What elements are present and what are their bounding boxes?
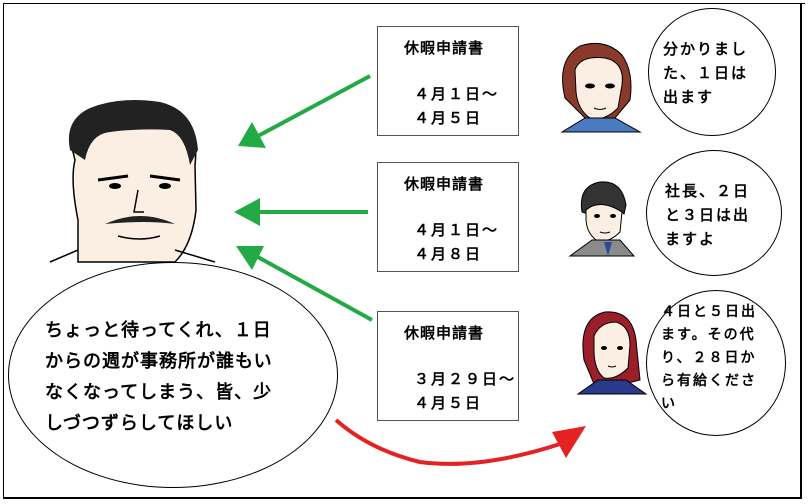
bubble-line: ら有給くださ bbox=[661, 373, 757, 389]
man-employee bbox=[568, 181, 636, 257]
speech-bubble-woman-2: ４日と５日出 ます。その代 り、２８日か ら有給くださ い bbox=[646, 290, 786, 436]
bubble-line: り、２８日か bbox=[661, 350, 757, 366]
bubble-line: ます。その代 bbox=[661, 327, 756, 343]
form-title: 休暇申請書 bbox=[404, 324, 485, 342]
panel-border-bottom bbox=[3, 497, 802, 499]
form-end-date: ４月８日 bbox=[414, 245, 483, 263]
boss-speech-line: からの週が事務所が誰もい bbox=[45, 351, 273, 372]
form-title: 休暇申請書 bbox=[404, 175, 485, 193]
boss-speech-bubble: ちょっと待ってくれ、１日 からの週が事務所が誰もい なくなってしまう、皆、少 し… bbox=[8, 262, 338, 488]
application-form-1: 休暇申請書 ４月１日～ ４月５日 bbox=[377, 26, 519, 136]
green-arrow-2 bbox=[234, 198, 368, 226]
green-arrow-3 bbox=[236, 246, 373, 322]
woman-employee-1 bbox=[560, 43, 642, 133]
application-form-2: 休暇申請書 ４月１日～ ４月８日 bbox=[377, 162, 519, 272]
panel-border-left bbox=[3, 3, 4, 499]
bubble-line: い bbox=[661, 396, 677, 412]
boss-speech-line: しづつずらしてほしい bbox=[45, 413, 234, 434]
form-start-date: ４月１日～ bbox=[414, 221, 500, 239]
boss-character bbox=[49, 100, 216, 263]
bubble-line: 出ます bbox=[663, 88, 715, 106]
application-form-3: 休暇申請書 ３月２９日～ ４月５日 bbox=[377, 311, 519, 421]
form-start-date: ４月１日～ bbox=[414, 85, 500, 103]
form-title: 休暇申請書 bbox=[404, 39, 485, 57]
woman-employee-2 bbox=[576, 311, 648, 395]
bubble-line: 分かりまし bbox=[663, 40, 749, 58]
bubble-line: 社長、２日 bbox=[665, 182, 751, 200]
form-end-date: ４月５日 bbox=[414, 109, 483, 127]
boss-speech-line: ちょっと待ってくれ、１日 bbox=[45, 320, 272, 341]
speech-bubble-man: 社長、２日 と３日は出 ますよ bbox=[646, 150, 782, 276]
red-arrow bbox=[334, 418, 586, 466]
bubble-line: ４日と５日出 bbox=[661, 304, 757, 320]
form-end-date: ４月５日 bbox=[414, 394, 483, 412]
green-arrow-1 bbox=[238, 74, 371, 148]
panel-border-right bbox=[800, 3, 802, 499]
bubble-line: と３日は出 bbox=[665, 206, 751, 224]
speech-bubble-woman-1: 分かりまし た、１日は 出ます bbox=[648, 8, 776, 136]
boss-speech-line: なくなってしまう、皆、少 bbox=[45, 382, 273, 403]
bubble-line: た、１日は bbox=[663, 64, 749, 82]
bubble-line: ますよ bbox=[665, 230, 717, 248]
panel-border-top bbox=[3, 3, 805, 4]
form-start-date: ３月２９日～ bbox=[414, 370, 517, 388]
